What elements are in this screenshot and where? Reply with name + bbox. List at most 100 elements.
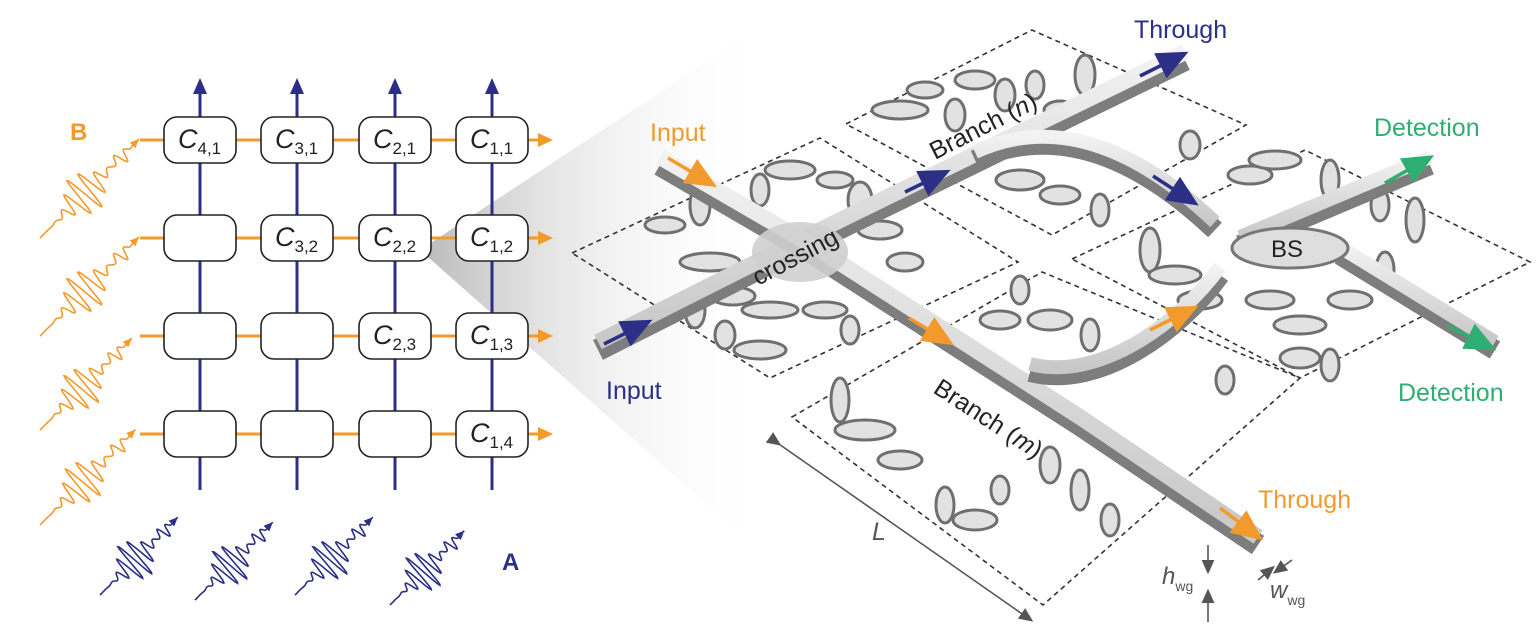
grid-cell: C1,4 xyxy=(455,410,529,458)
region-crossing xyxy=(570,137,1020,379)
cell-sub: 3,2 xyxy=(295,237,319,256)
grid-cell xyxy=(260,312,334,360)
cell-label: C2,1 xyxy=(373,124,416,158)
pillar xyxy=(953,69,997,91)
label-detection-bottom: Detection xyxy=(1398,379,1504,407)
pillar xyxy=(994,168,1046,192)
region-branch-n xyxy=(844,29,1248,236)
region-branch-m xyxy=(790,271,1302,607)
pillar xyxy=(870,99,930,121)
cell-main: C xyxy=(275,124,295,154)
dimension-marks xyxy=(765,432,1293,622)
cell-sub: 2,2 xyxy=(393,237,417,256)
blue-pulse-2 xyxy=(194,521,274,601)
cell-main: C xyxy=(178,124,198,154)
cell-label: C1,2 xyxy=(470,222,513,256)
label-bs: BS xyxy=(1271,236,1303,263)
pillar xyxy=(978,309,1022,331)
row-arrowhead-1 xyxy=(538,133,553,147)
arrow-through-top xyxy=(1139,51,1189,79)
cell-main: C xyxy=(470,418,490,448)
cell-label: C2,2 xyxy=(373,222,416,256)
cell-label: C4,1 xyxy=(178,124,221,158)
cell-box xyxy=(455,116,529,164)
pillar xyxy=(1244,289,1296,311)
grid-cell: C1,1 xyxy=(455,116,529,164)
pillar xyxy=(1009,274,1031,306)
pillar xyxy=(1079,317,1101,353)
cell-box xyxy=(260,214,334,262)
arrow-detect-top xyxy=(1384,155,1435,185)
label-b: B xyxy=(70,119,87,146)
pillar xyxy=(1038,445,1062,485)
arrow-input-bottom xyxy=(603,319,653,347)
arrow-branch-m xyxy=(908,316,954,346)
row-arrowhead-2 xyxy=(538,231,553,245)
pillar xyxy=(1026,308,1074,332)
blue-pulse-4-arrowhead xyxy=(455,530,465,540)
grid-cell: C1,3 xyxy=(455,312,529,360)
cell-label: C3,1 xyxy=(275,124,318,158)
cell-main: C xyxy=(275,222,295,252)
label-a: A xyxy=(502,549,519,576)
grid-cell xyxy=(260,410,334,458)
grid-cell: C2,2 xyxy=(358,214,432,262)
blue-pulse-2-arrowhead xyxy=(263,522,273,532)
label-through-bottom: Through xyxy=(1258,486,1351,514)
pillar xyxy=(989,474,1011,506)
grid-cell: C4,1 xyxy=(163,116,237,164)
pillar xyxy=(801,300,849,320)
row-arrowhead-3 xyxy=(538,329,553,343)
pillar xyxy=(1326,289,1374,311)
col-arrowhead-2 xyxy=(290,78,304,94)
pillar xyxy=(839,314,861,346)
width-main: w xyxy=(1270,577,1289,604)
label-through-top: Through xyxy=(1134,16,1227,44)
blue-pulse-3 xyxy=(294,516,374,596)
grid-cell xyxy=(163,214,237,262)
width-sub: wg xyxy=(1286,592,1305,608)
width-arrow-a xyxy=(1257,565,1275,581)
grid-cell: C3,2 xyxy=(260,214,334,262)
cell-box xyxy=(163,312,237,360)
pillar xyxy=(1226,164,1274,186)
grid-cell xyxy=(358,410,432,458)
cell-label: C1,1 xyxy=(470,124,513,158)
pillar xyxy=(732,339,788,361)
pulse-trains xyxy=(39,138,465,606)
cell-box xyxy=(455,410,529,458)
cell-sub: 1,3 xyxy=(490,335,514,354)
cell-sub: 3,1 xyxy=(295,139,319,158)
arrow-detect-bottom xyxy=(1447,323,1497,351)
cell-label: C3,2 xyxy=(275,222,318,256)
inverse-design-pillars xyxy=(643,53,1426,538)
cell-box xyxy=(260,410,334,458)
cell-label: C1,4 xyxy=(470,418,513,452)
cell-box xyxy=(163,410,237,458)
pillar xyxy=(951,508,999,532)
pillar xyxy=(1278,346,1322,370)
pillar xyxy=(833,418,897,442)
pillar xyxy=(1099,502,1121,538)
blue-pulse-1 xyxy=(99,516,179,596)
cell-box xyxy=(358,214,432,262)
col-arrowhead-3 xyxy=(388,78,402,94)
orange-pulse-2 xyxy=(39,236,140,337)
pillar xyxy=(763,159,817,181)
waveguides xyxy=(593,44,1501,555)
cell-sub: 4,1 xyxy=(198,139,222,158)
beam-splitter-core xyxy=(1230,226,1350,270)
grid-cell: C2,3 xyxy=(358,312,432,360)
width-arrow-b xyxy=(1272,559,1293,574)
grid-cell: C1,2 xyxy=(455,214,529,262)
grid-cell xyxy=(163,312,237,360)
crossing-core xyxy=(752,222,848,282)
label-width: wwg xyxy=(1270,577,1305,608)
cell-main: C xyxy=(373,320,393,350)
pillar xyxy=(1024,69,1046,101)
cell-label: C2,3 xyxy=(373,320,416,354)
orange-pulse-3 xyxy=(39,337,133,431)
pillar xyxy=(713,319,737,351)
